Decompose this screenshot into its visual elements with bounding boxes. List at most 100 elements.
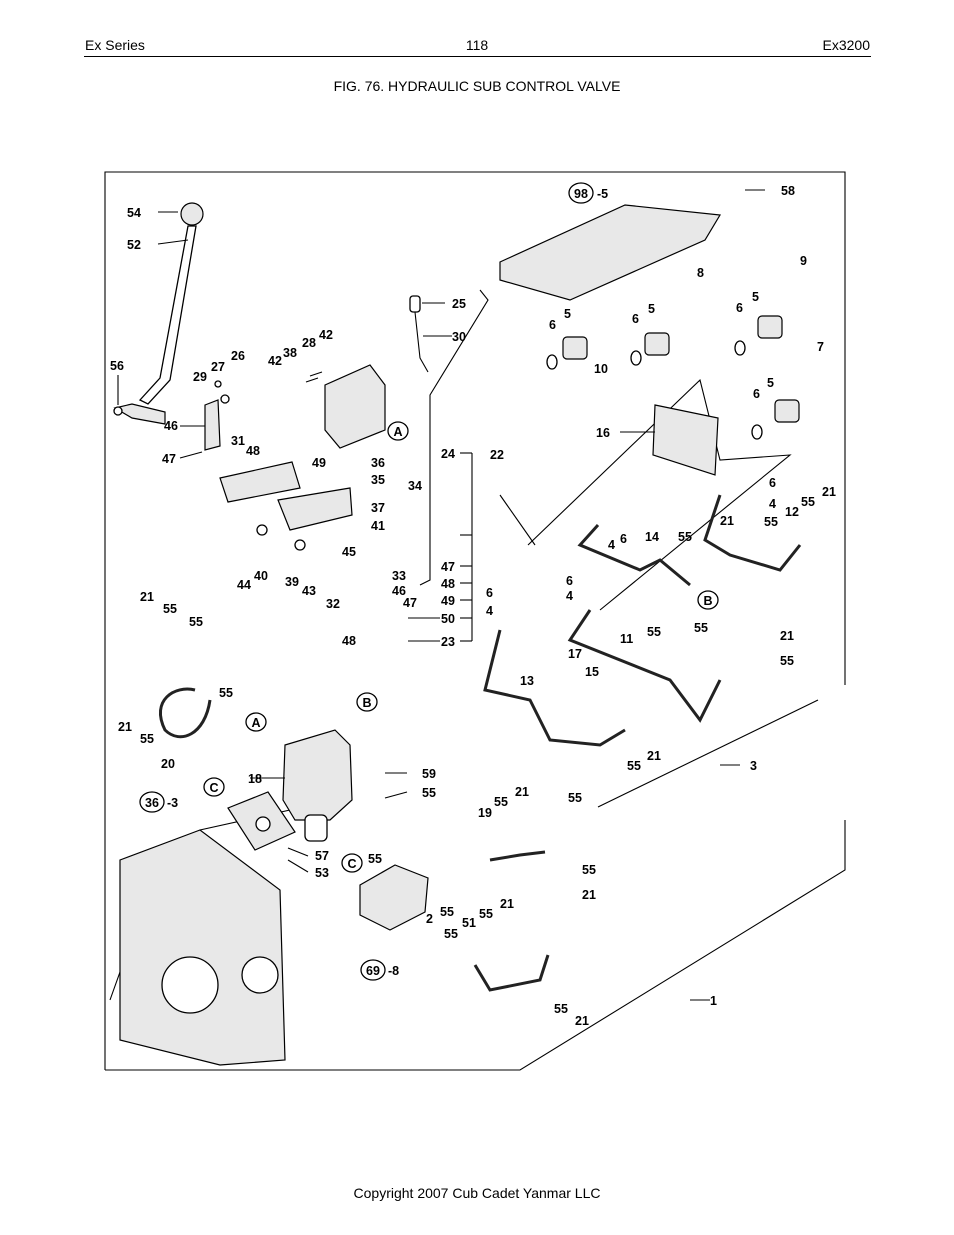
part-label: 18 — [248, 772, 262, 786]
part-label: 15 — [585, 665, 599, 679]
hose-12 — [703, 494, 802, 572]
callout-a-upper: A — [387, 421, 409, 441]
part-label: 48 — [342, 634, 356, 648]
part-label: 55 — [479, 907, 493, 921]
part-label: 14 — [645, 530, 659, 544]
coupler-5d — [774, 399, 800, 423]
transmission-housing-36 — [119, 829, 286, 1066]
part-label: 6 — [736, 301, 743, 315]
part-label: 55 — [764, 515, 778, 529]
coupler-5a — [562, 336, 588, 360]
group-24-bracket — [419, 289, 489, 586]
part-label: 2 — [426, 912, 433, 926]
washer-27 — [214, 380, 222, 388]
group-22-bracket — [499, 494, 536, 546]
leader-lines — [117, 189, 765, 1001]
part-label: 42 — [268, 354, 282, 368]
part-label: 45 — [342, 545, 356, 559]
part-label: 49 — [312, 456, 326, 470]
part-label: 21 — [140, 590, 154, 604]
bolt-56 — [113, 406, 123, 416]
part-label: 47 — [403, 596, 417, 610]
part-label: 21 — [822, 485, 836, 499]
sub-control-valve-18 — [282, 729, 353, 821]
part-label: 36 — [371, 456, 385, 470]
part-label: 55 — [647, 625, 661, 639]
callout-c-lower: C — [341, 853, 363, 873]
part-label: 6 — [566, 574, 573, 588]
part-label: 4 — [769, 497, 776, 511]
linkage-plate-35 — [219, 461, 301, 503]
part-label: 5 — [648, 302, 655, 316]
part-label: 23 — [441, 635, 455, 649]
part-label: 5 — [767, 376, 774, 390]
part-label: 32 — [326, 597, 340, 611]
part-label: 16 — [596, 426, 610, 440]
part-label: 24 — [441, 447, 455, 461]
part-label: 3 — [750, 759, 757, 773]
svg-text:B: B — [362, 696, 371, 710]
part-label: 4 — [486, 604, 493, 618]
part-label: 35 — [371, 473, 385, 487]
part-label: 11 — [620, 632, 633, 646]
part-label: 5 — [752, 290, 759, 304]
svg-text:-8: -8 — [388, 964, 399, 978]
part-label: 40 — [254, 569, 268, 583]
callout-b-right: B — [697, 590, 719, 610]
washer-40 — [256, 524, 268, 536]
part-label: 55 — [163, 602, 177, 616]
valve-spool-end — [304, 814, 328, 842]
rod-30 — [414, 311, 429, 373]
gasket-port — [255, 816, 271, 832]
part-label: 55 — [440, 905, 454, 919]
hose-13 — [483, 629, 626, 747]
part-label: 26 — [231, 349, 245, 363]
part-label: 31 — [231, 434, 245, 448]
header-rule — [84, 56, 871, 57]
handle-grip-25 — [409, 295, 421, 313]
part-label: 43 — [302, 584, 316, 598]
part-label: 10 — [594, 362, 608, 376]
part-label: 25 — [452, 297, 466, 311]
part-label: 30 — [452, 330, 466, 344]
part-label: 55 — [219, 686, 233, 700]
part-label: 57 — [315, 849, 329, 863]
part-label: 9 — [800, 254, 807, 268]
oring-6b — [630, 350, 642, 366]
part-label: 47 — [441, 560, 455, 574]
part-label: 55 — [368, 852, 382, 866]
coupler-5c — [757, 315, 783, 339]
part-label: 6 — [769, 476, 776, 490]
part-label: 55 — [627, 759, 641, 773]
copyright-footer: Copyright 2007 Cub Cadet Yanmar LLC — [353, 1185, 601, 1201]
diagram-frame-lower — [105, 820, 846, 1071]
svg-text:A: A — [251, 716, 260, 730]
guide-plate-36 — [324, 364, 386, 449]
hose-group-frame — [527, 378, 792, 611]
part-label: 55 — [780, 654, 794, 668]
part-label: 46 — [164, 419, 178, 433]
part-label: 54 — [127, 206, 141, 220]
part-label: 42 — [319, 328, 333, 342]
part-label: 7 — [817, 340, 824, 354]
svg-text:36: 36 — [145, 796, 159, 810]
callout-36: 36 -3 — [139, 791, 178, 813]
svg-text:98: 98 — [574, 187, 588, 201]
part-labels: 58 9 8 7 6 5 10 6 5 6 5 6 5 16 6 4 21 21… — [110, 184, 836, 1028]
part-label: 55 — [801, 495, 815, 509]
part-label: 44 — [237, 578, 251, 592]
part-label: 33 — [392, 569, 406, 583]
nut-26 — [220, 394, 230, 404]
part-label: 27 — [211, 360, 225, 374]
part-label: 48 — [246, 444, 260, 458]
part-label: 38 — [283, 346, 297, 360]
part-label: 47 — [162, 452, 176, 466]
part-label: 55 — [568, 791, 582, 805]
svg-text:B: B — [703, 594, 712, 608]
part-label: 58 — [781, 184, 795, 198]
part-label: 52 — [127, 238, 141, 252]
part-label: 22 — [490, 448, 504, 462]
part-label: 39 — [285, 575, 299, 589]
part-label: 4 — [608, 538, 615, 552]
